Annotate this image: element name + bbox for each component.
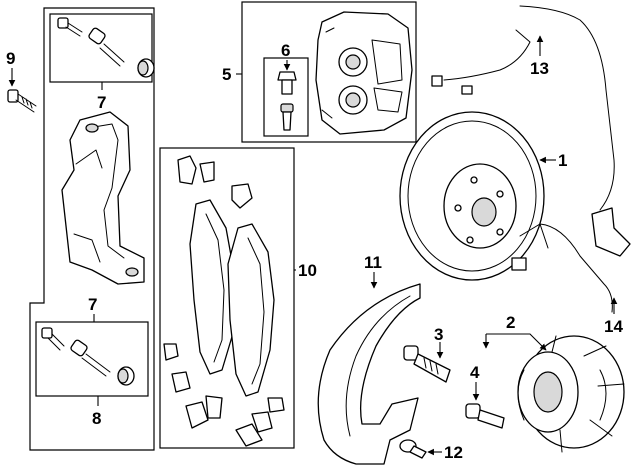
guide-pin-kit-box-lower <box>35 321 149 397</box>
callout-3: 3 <box>434 325 443 344</box>
callout-14: 14 <box>604 317 623 336</box>
bracket-group-outline <box>29 7 155 451</box>
caliper-group-box <box>241 1 417 143</box>
callout-6: 6 <box>281 41 290 60</box>
abs-wiring-harness <box>431 5 615 211</box>
callout-12: 12 <box>444 443 463 462</box>
callout-1: 1 <box>558 151 567 170</box>
brake-pad-inner <box>189 199 235 375</box>
brake-pad-outer <box>227 223 275 397</box>
splash-shield <box>317 283 421 465</box>
brake-pad-clips <box>163 155 285 447</box>
bleeder-kit-box <box>263 57 309 137</box>
callout-10: 10 <box>298 261 317 280</box>
callout-5: 5 <box>222 65 231 84</box>
callout-7-lower: 7 <box>88 295 97 314</box>
callout-4: 4 <box>470 363 480 382</box>
callout-8: 8 <box>92 409 101 428</box>
callout-7-upper: 7 <box>97 93 106 112</box>
caliper-bracket <box>61 111 145 285</box>
bleeder-screw-kit <box>277 71 297 131</box>
brake-caliper <box>315 11 413 135</box>
guide-pin-kit-lower <box>41 327 135 386</box>
guide-pin-kit-upper <box>57 17 155 78</box>
callout-11: 11 <box>364 253 382 272</box>
wheel-hub-bearing <box>517 335 625 453</box>
callout-2: 2 <box>506 313 515 332</box>
pad-kit-box <box>159 147 295 449</box>
bracket-bolt <box>7 89 37 113</box>
hub-bolt <box>403 345 451 383</box>
callout-9: 9 <box>6 49 15 68</box>
abs-sensor <box>511 207 631 313</box>
brake-rotor <box>399 111 545 281</box>
callout-13: 13 <box>530 59 549 78</box>
guide-pin-kit-box-upper <box>49 13 153 83</box>
leader-2 <box>486 333 547 351</box>
shield-bolt <box>399 439 427 459</box>
hub-mounting-bolt <box>465 403 505 429</box>
